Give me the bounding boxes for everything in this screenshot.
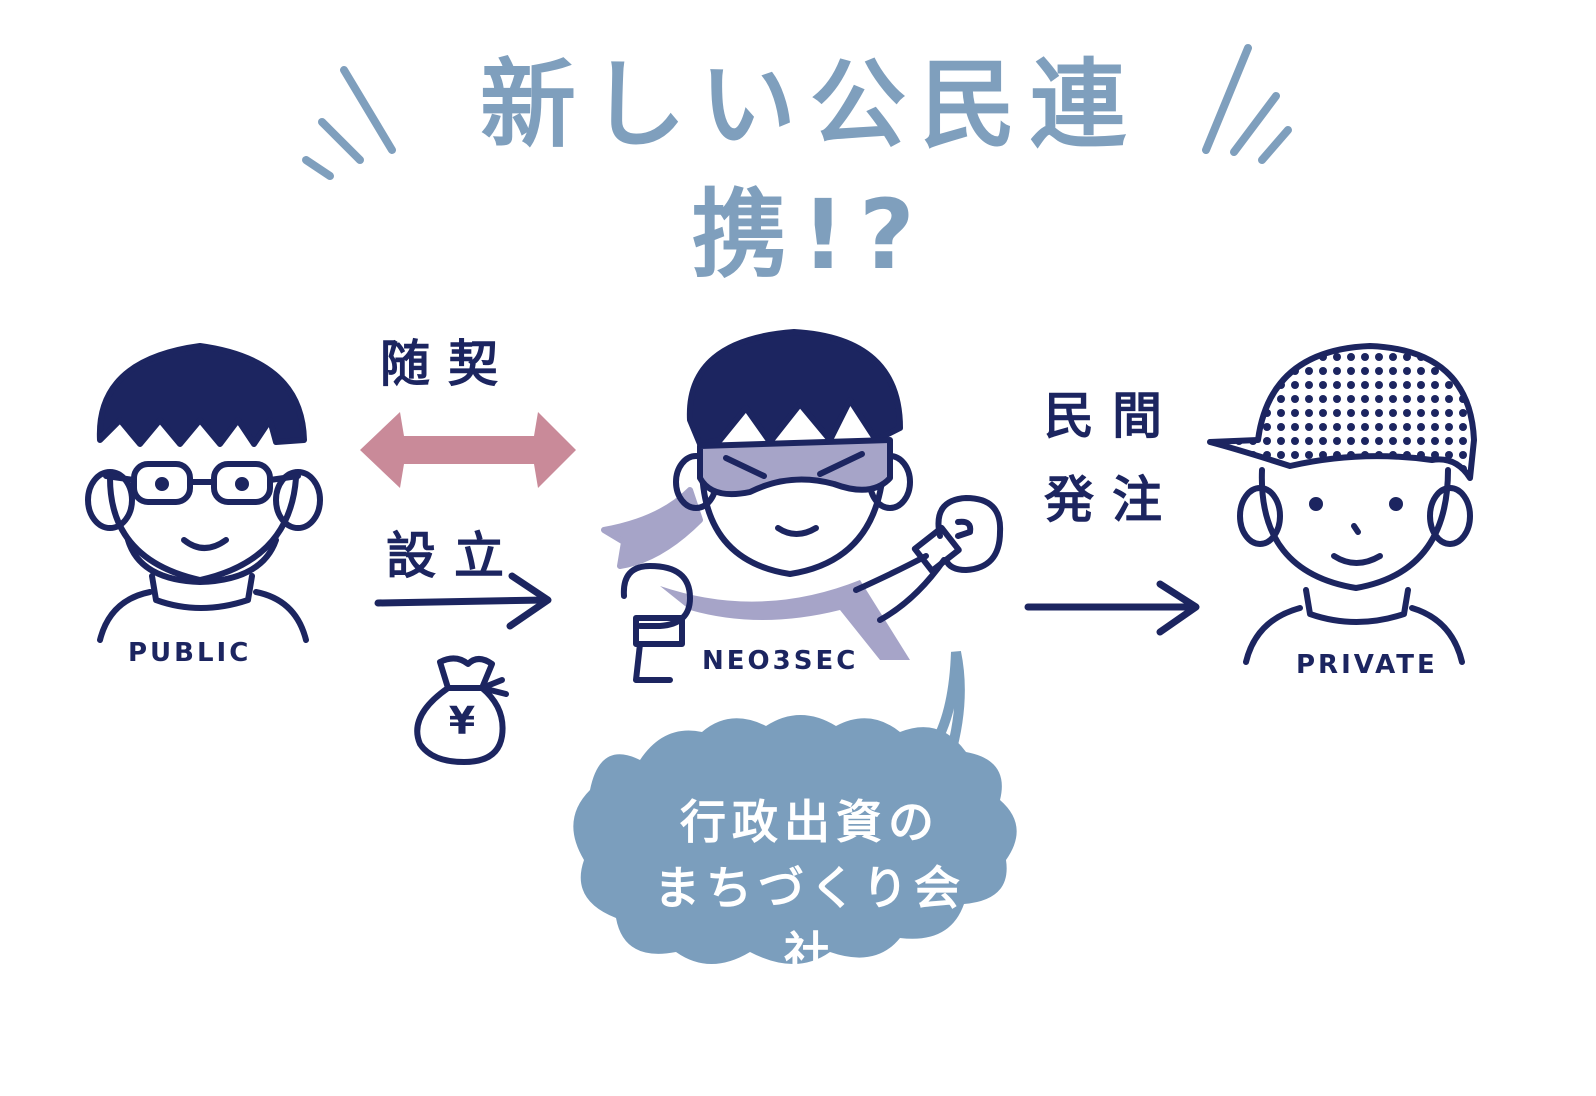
label-hacchu: 発注 [1044,471,1180,529]
cloud-text-line1: 行政出資の [680,795,940,849]
svg-text:¥: ¥ [449,699,475,743]
money-bag-icon: ¥ [414,655,509,765]
public-hair [96,343,307,447]
page-title: 新しい公民連携!? [480,49,1140,291]
order-arrow-icon [1024,580,1200,636]
public-label: PUBLIC [128,638,252,668]
label-minkan: 民間 [1044,387,1180,445]
private-label: PRIVATE [1296,650,1438,680]
label-zuikei: 随契 [380,335,516,393]
cloud-text-line2: まちづくり会社 [654,861,966,981]
private-character [1207,343,1477,665]
hero-mask-icon [697,437,893,498]
polka-dot-cap-icon [1207,343,1477,481]
double-arrow-icon [360,412,576,488]
neo3sec-character [601,329,1004,683]
title-emphasis-lines-right [1202,44,1292,164]
public-character [85,343,323,643]
establish-arrow-icon [374,572,552,630]
speech-cloud [573,650,1017,964]
title-emphasis-lines-left [302,66,396,180]
neo3sec-label: NEO3SEC [702,646,859,676]
label-setsuritsu: 設立 [386,527,522,585]
